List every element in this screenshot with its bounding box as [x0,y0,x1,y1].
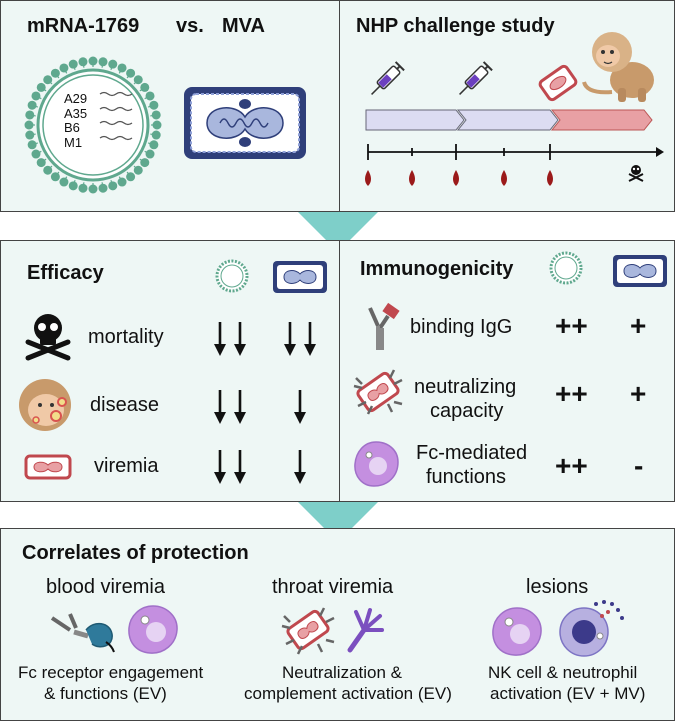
skull-crossbones-icon [25,314,71,361]
correlates-title: Correlates of protection [22,542,249,564]
correlate-caption-throat-1: Neutralization & [282,663,403,682]
correlate-heading-blood: blood viremia [46,576,165,598]
lnp-small-icon-2 [549,251,583,285]
nhp-study-title: NHP challenge study [356,15,555,37]
down-arrow-icon [214,390,226,424]
vs-label: vs. [176,15,204,37]
correlate-caption-lesions-2: activation (EV + MV) [490,684,646,703]
phagocyte-icon-blood [128,605,178,654]
down-arrow-icon [294,450,306,484]
study-timeline [365,109,664,186]
syringe-icon-2 [459,61,493,95]
immuno-mrna-igg: ++ [555,310,588,341]
antigen-label-b6: B6 [64,120,80,135]
neutrophil-icon [559,600,624,657]
diseased-monkey-icon [19,379,71,431]
immuno-mva-neut: + [630,378,647,409]
immuno-label-fc-mediated: Fc-mediated [416,442,528,464]
mva-title: MVA [222,15,265,37]
monkey-icon [582,32,654,102]
neutralized-virion-icon [353,369,403,415]
down-arrow-icon [304,322,316,356]
correlate-caption-blood-2: & functions (EV) [44,684,167,703]
neutralization-icon [281,607,335,655]
mva-small-icon-2 [613,255,667,287]
antibody-antigen-icon [368,302,400,350]
immuno-label-binding-igg: binding IgG [410,316,513,338]
immunogenicity-title: Immunogenicity [360,258,514,280]
down-arrow-icon [234,390,246,424]
skull-icon [628,165,644,182]
lnp-small-icon [215,259,249,293]
immuno-label-functions: functions [426,466,507,488]
correlate-caption-throat-2: complement activation (EV) [244,684,452,703]
mrna-title: mRNA-1769 [27,15,140,37]
antigen-label-m1: M1 [64,135,83,150]
down-arrow-icon [294,390,306,424]
nk-cell-icon [492,607,542,656]
immuno-mva-igg: + [630,310,647,341]
down-arrow-icon [234,322,246,356]
down-arrow-icon [234,450,246,484]
down-arrow-icon [214,450,226,484]
syringe-icon-1 [371,61,405,95]
virion-icon [24,454,72,480]
antigen-label-a29: A29 [64,91,88,106]
efficacy-label-mortality: mortality [88,326,164,348]
phagocyte-cell-icon [354,441,399,487]
flow-arrow-2 [298,502,378,542]
immuno-mva-fc: - [634,450,644,481]
complement-icon [347,608,384,653]
immuno-mrna-fc: ++ [555,450,588,481]
efficacy-title: Efficacy [27,262,104,284]
lipid-nanoparticle-icon [24,56,162,194]
immuno-mrna-neut: ++ [555,378,588,409]
efficacy-label-disease: disease [90,394,159,416]
correlate-heading-lesions: lesions [526,576,589,598]
correlate-caption-blood-1: Fc receptor engagement [18,663,204,682]
immuno-label-capacity: capacity [430,400,504,422]
correlate-heading-throat: throat viremia [272,576,394,598]
down-arrow-icon [214,322,226,356]
immuno-label-neutralizing: neutralizing [414,376,517,398]
mva-virion-icon [184,87,306,159]
efficacy-label-viremia: viremia [94,455,159,477]
antigen-label-a35: A35 [64,106,88,121]
correlate-caption-lesions-1: NK cell & neutrophil [488,663,638,682]
fc-receptor-icon [50,613,115,653]
flow-arrow-1 [298,212,378,252]
mva-small-icon [273,261,327,293]
down-arrow-icon [284,322,296,356]
challenge-virion-icon [538,64,578,102]
